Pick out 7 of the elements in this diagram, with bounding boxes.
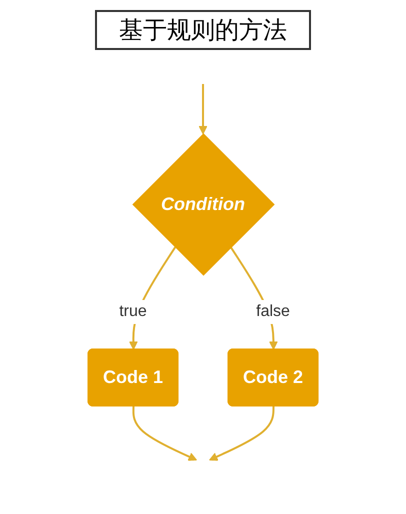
- arrow: [208, 406, 274, 461]
- node-diamond: Condition: [132, 133, 275, 276]
- arrow: [132, 406, 198, 461]
- title-box: 基于规则的方法: [95, 10, 311, 50]
- edge-label: true: [119, 302, 147, 320]
- arrow: [198, 84, 208, 134]
- edge-label: false: [256, 302, 290, 320]
